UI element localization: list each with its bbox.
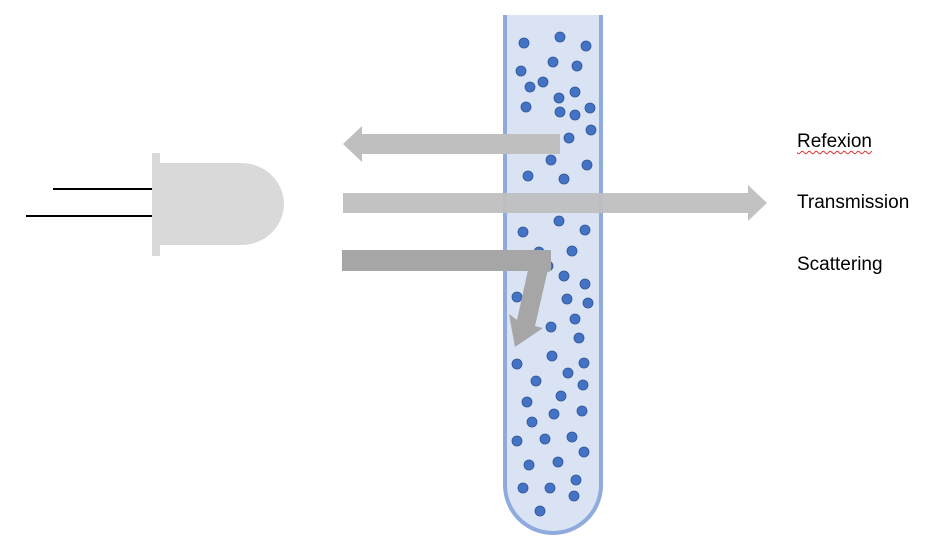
particle [524,81,536,93]
particle [568,490,580,502]
particle [553,215,565,227]
particle [563,132,575,144]
particle [530,375,542,387]
particle [554,106,566,118]
scattering-label: Scattering [797,254,883,275]
particle [547,56,559,68]
particle [526,416,538,428]
particle [569,109,581,121]
particle [517,226,529,238]
particle [517,482,529,494]
particle [580,40,592,52]
particle [558,173,570,185]
particle [521,396,533,408]
particle [548,408,560,420]
particle [537,76,549,88]
transmission-label: Transmission [797,192,910,213]
scattering-arrow [342,250,551,347]
particle [558,270,570,282]
particle [566,431,578,443]
particle [554,31,566,43]
transmission-arrow [343,185,767,221]
particle [579,278,591,290]
particle [539,433,551,445]
particle [562,367,574,379]
particle [579,224,591,236]
led-flange [152,153,160,256]
reflection-label: Refexion [797,131,872,153]
particle [552,456,564,468]
particle [544,482,556,494]
particle [555,390,567,402]
particle [566,245,578,257]
particle [511,291,523,303]
particle [520,101,532,113]
particles [511,31,597,517]
particle [573,332,585,344]
particle [534,505,546,517]
particle [522,170,534,182]
particle [545,154,557,166]
particle [561,293,573,305]
particle [553,92,565,104]
particle [545,321,557,333]
particle [518,37,530,49]
test-tube-icon [503,15,603,535]
scattering-arrow-bend [509,252,551,347]
led-dome [158,163,284,245]
particle [582,297,594,309]
particle [569,313,581,325]
reflection-label-text: Refexion [797,131,872,152]
particle [584,102,596,114]
reflection-arrow [343,126,560,162]
particle [576,405,588,417]
particle [571,60,583,72]
led-icon [152,153,284,256]
particle [570,474,582,486]
particle [515,65,527,77]
particle [578,357,590,369]
particle [585,124,597,136]
particle [577,379,589,391]
particle [511,435,523,447]
scattering-arrow-shaft [342,250,551,271]
particle [569,86,581,98]
particle [581,159,593,171]
particle [511,358,523,370]
particle [546,350,558,362]
particle [523,459,535,471]
particle [578,446,590,458]
